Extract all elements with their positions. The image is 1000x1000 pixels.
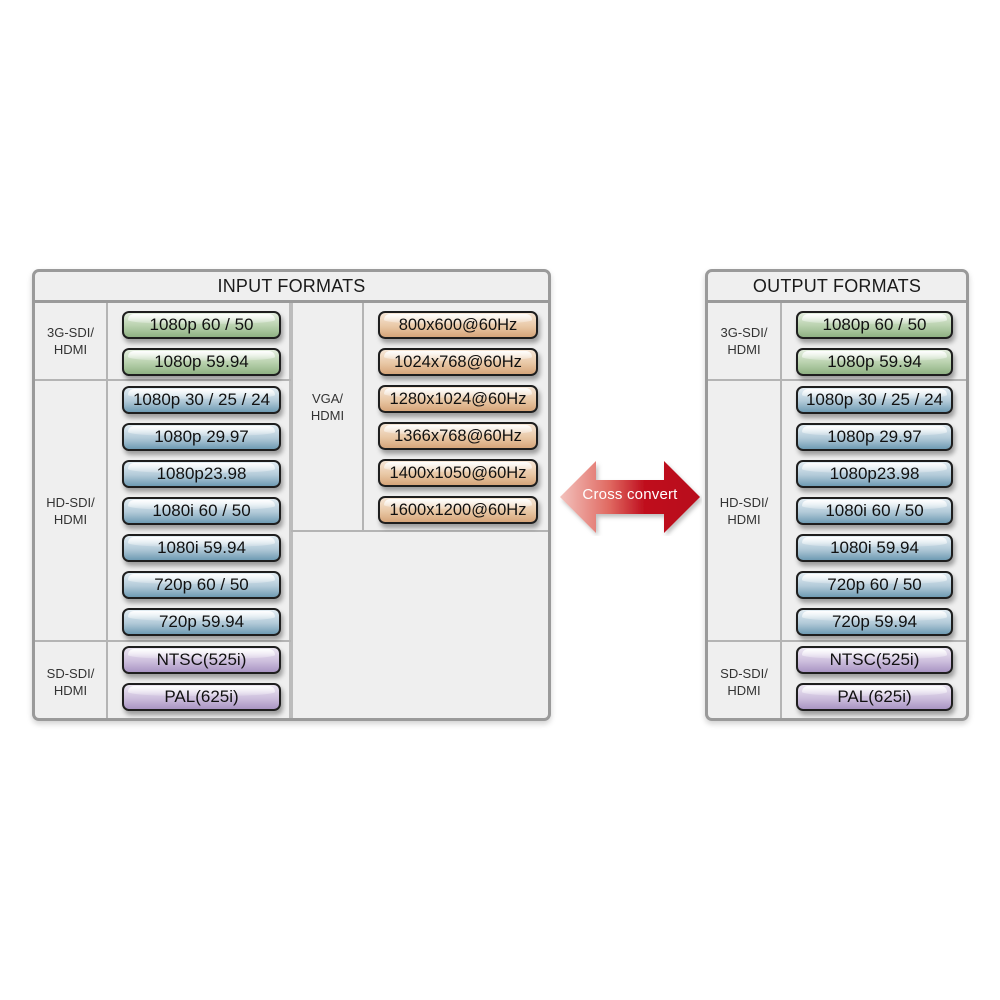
format-pill: 1080p 60 / 50 <box>796 311 953 339</box>
divider <box>289 303 293 718</box>
group-label-sd-sdi: SD-SDI/HDMI <box>720 665 768 698</box>
format-pill: PAL(625i) <box>122 683 281 711</box>
format-pill: 1024x768@60Hz <box>378 348 538 376</box>
format-pill: 1080p23.98 <box>122 460 281 488</box>
double-arrow-icon <box>560 461 700 533</box>
format-pill: 1080i 60 / 50 <box>122 497 281 525</box>
format-pill: 1080p 29.97 <box>122 423 281 451</box>
format-pill: 720p 60 / 50 <box>122 571 281 599</box>
divider <box>291 530 548 532</box>
group-label-3g-sdi: 3G-SDI/HDMI <box>720 325 768 357</box>
divider <box>35 379 291 381</box>
format-pill: 1366x768@60Hz <box>378 422 538 450</box>
format-pill: NTSC(525i) <box>122 646 281 674</box>
divider <box>362 303 364 531</box>
format-pill: 720p 59.94 <box>796 608 953 636</box>
group-label-sd-sdi: SD-SDI/HDMI <box>46 665 95 698</box>
divider <box>106 303 108 718</box>
group-label-3g-sdi: 3G-SDI/HDMI <box>47 325 94 357</box>
format-pill: 720p 59.94 <box>122 608 281 636</box>
format-pill: 1080p 30 / 25 / 24 <box>796 386 953 414</box>
format-pill: 1080p 29.97 <box>796 423 953 451</box>
format-pill: PAL(625i) <box>796 683 953 711</box>
cross-convert-arrow: Cross convert <box>558 458 702 536</box>
format-pill: NTSC(525i) <box>796 646 953 674</box>
format-pill: 1080i 59.94 <box>796 534 953 562</box>
group-label-hd-sdi: HD-SDI/HDMI <box>46 494 95 527</box>
format-pill: 1080i 59.94 <box>122 534 281 562</box>
format-pill: 1080p 60 / 50 <box>122 311 281 339</box>
format-pill: 1080p23.98 <box>796 460 953 488</box>
divider <box>35 640 291 642</box>
format-pill: 1280x1024@60Hz <box>378 385 538 413</box>
divider <box>708 640 966 642</box>
format-pill: 800x600@60Hz <box>378 311 538 339</box>
output-formats-title: OUTPUT FORMATS <box>708 272 966 303</box>
format-pill: 1080p 59.94 <box>796 348 953 376</box>
divider <box>780 303 782 718</box>
format-pill: 1400x1050@60Hz <box>378 459 538 487</box>
format-pill: 720p 60 / 50 <box>796 571 953 599</box>
format-pill: 1600x1200@60Hz <box>378 496 538 524</box>
format-pill: 1080p 30 / 25 / 24 <box>122 386 281 414</box>
divider <box>708 379 966 381</box>
group-label-vga: VGA/HDMI <box>310 391 345 423</box>
output-formats-panel: OUTPUT FORMATS 3G-SDI/HDMI HD-SDI/HDMI S… <box>705 269 969 721</box>
input-formats-panel: INPUT FORMATS 3G-SDI/HDMI HD-SDI/HDMI SD… <box>32 269 551 721</box>
cross-convert-label: Cross convert <box>582 486 678 503</box>
group-label-hd-sdi: HD-SDI/HDMI <box>719 494 769 527</box>
format-pill: 1080p 59.94 <box>122 348 281 376</box>
format-pill: 1080i 60 / 50 <box>796 497 953 525</box>
input-formats-title: INPUT FORMATS <box>35 272 548 303</box>
